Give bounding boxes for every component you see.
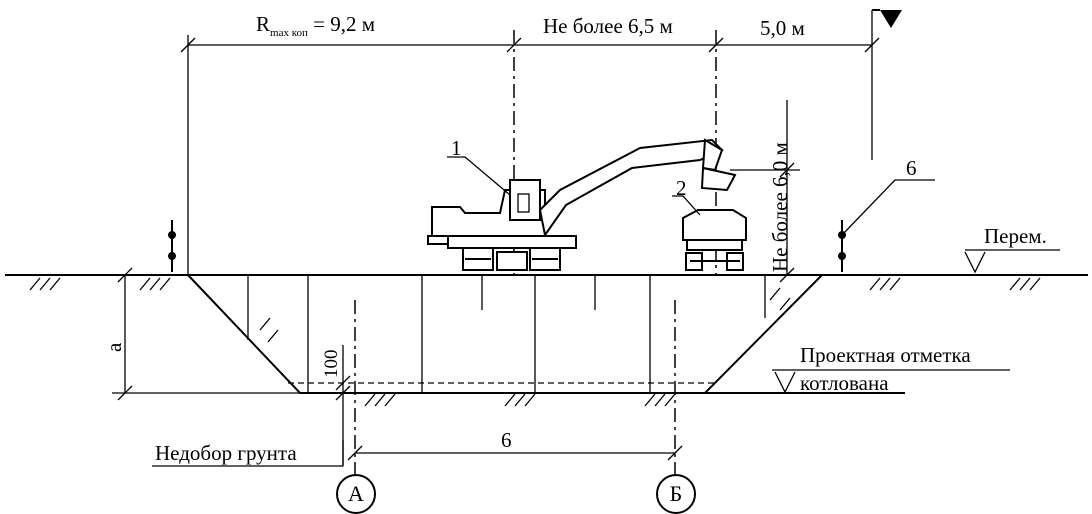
middle-dimension-label: Не более 6,5 м [543,14,673,38]
axis-b-marker: Б [656,474,696,514]
depth-dimension [112,267,300,401]
height-dimension-label: Не более 6,0 м [768,142,792,272]
callout-post: 6 [906,156,917,180]
dump-truck [682,209,747,271]
ground-hatching [29,277,1041,407]
underdig-value-label: 100 [321,349,342,379]
excavator [427,138,737,271]
underdig-leader [152,440,344,467]
r-max-subscript: max коп [270,27,308,40]
pit-verticals [247,275,766,393]
axis-span-label: 6 [501,428,512,452]
post-left [168,220,176,272]
callout-truck: 2 [676,176,687,200]
pit-contour [187,274,823,394]
axis-span-dimension [347,445,683,461]
right-dimension-label: 5,0 м [760,16,805,40]
design-mark-label-1: Проектная отметка [800,343,971,367]
move-marker [964,249,1060,274]
design-mark-label-2: котлована [800,371,889,395]
depth-label: а [102,342,126,352]
height-dimension [730,100,800,283]
axis-a-marker: А [336,474,376,514]
post-right [838,220,846,272]
callout-2-leader [672,195,701,216]
move-label: Перем. [984,224,1047,248]
callout-excavator: 1 [451,136,462,160]
r-max-value: = 9,2 м [307,12,376,36]
r-max-label: Rmax коп = 9,2 м [256,14,375,39]
level-flag-icon [872,9,902,28]
design-mark-marker [772,369,1010,394]
top-dimensions [180,10,880,275]
callout-6-leader [841,179,935,236]
soil-underdig-label: Недобор грунта [155,441,297,465]
callout-1-leader [447,156,511,196]
r-max-symbol: R [256,12,271,36]
